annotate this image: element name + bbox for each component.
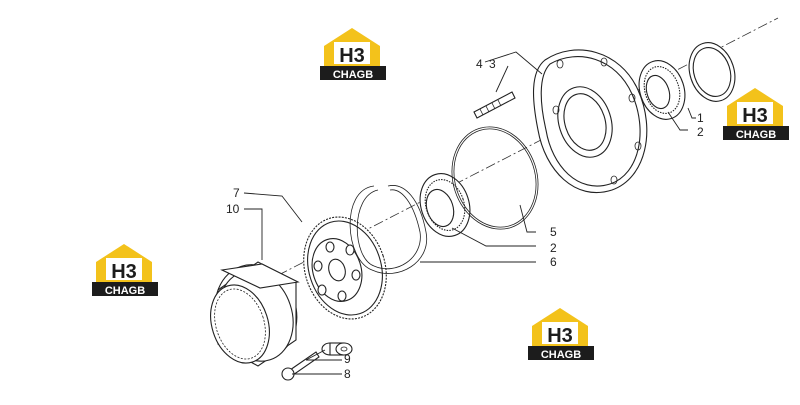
svg-text:H3: H3 [547, 325, 573, 347]
washer-part [321, 342, 353, 356]
callout-2-middle: 2 [550, 241, 557, 255]
svg-text:H3: H3 [111, 261, 137, 283]
svg-text:CHAGB: CHAGB [333, 69, 373, 81]
stud-bolt-part [473, 91, 516, 119]
flange-gear-part [303, 216, 387, 320]
svg-text:CHAGB: CHAGB [541, 349, 581, 361]
callout-10: 10 [226, 202, 240, 216]
callout-4: 4 [476, 57, 483, 71]
assembly-axis [229, 17, 779, 301]
watermark-logo-bottom: H3 CHAGB [528, 308, 594, 361]
bolt-part [281, 351, 320, 381]
watermark-logo-right: H3 CHAGB [723, 88, 789, 141]
callout-6: 6 [550, 255, 557, 269]
svg-text:CHAGB: CHAGB [736, 129, 776, 141]
hub-housing-part [532, 49, 648, 194]
callout-8: 8 [344, 367, 351, 381]
svg-text:H3: H3 [742, 105, 768, 127]
svg-text:CHAGB: CHAGB [105, 285, 145, 297]
callout-2-right: 2 [697, 125, 704, 139]
callout-9: 9 [344, 352, 351, 366]
callout-5: 5 [550, 225, 557, 239]
watermark-logo-left: H3 CHAGB [92, 244, 158, 297]
callout-1: 1 [697, 111, 704, 125]
watermark-logo-top-left: H3 CHAGB [320, 28, 386, 81]
svg-text:H3: H3 [339, 45, 365, 67]
callout-3: 3 [489, 57, 496, 71]
callout-7: 7 [233, 186, 240, 200]
ring-gear-part [210, 261, 300, 367]
seal-ring-part [688, 42, 736, 102]
bearing-part-middle [419, 173, 471, 237]
snap-ring-part [349, 185, 428, 274]
leader-lines [243, 51, 696, 375]
o-ring-part [451, 126, 539, 230]
bearing-part-right [638, 60, 686, 120]
